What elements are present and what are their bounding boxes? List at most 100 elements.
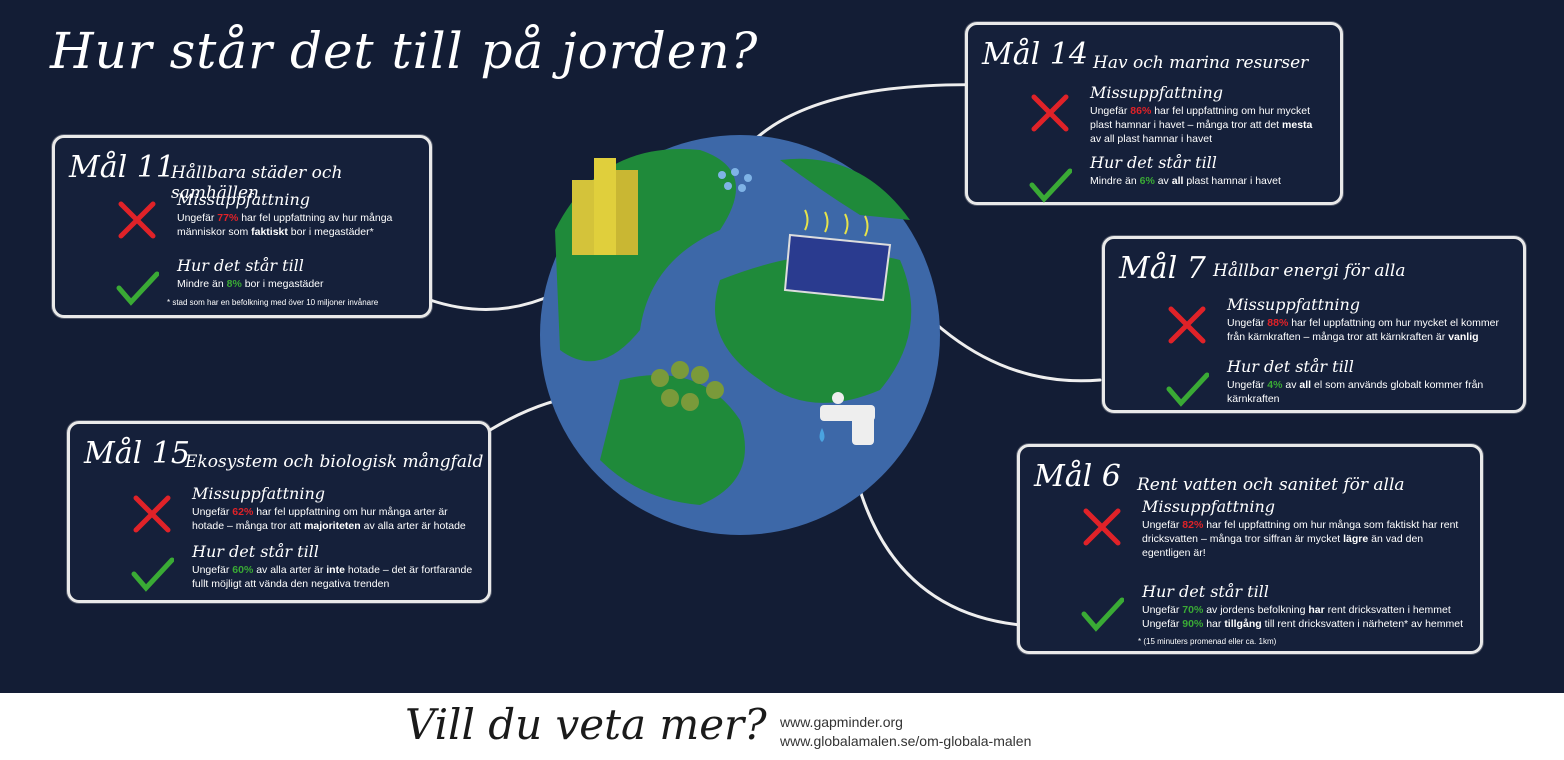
text-segment: av alla arter är [253, 564, 327, 576]
city-buildings-icon [572, 158, 638, 255]
link-gapminder[interactable]: www.gapminder.org [780, 714, 903, 730]
misconception-text: Ungefär 86% har fel uppfattning om hur m… [1090, 104, 1326, 146]
misconception-text: Ungefär 82% har fel uppfattning om hur m… [1142, 518, 1466, 560]
misconception-text: Ungefär 88% har fel uppfattning om hur m… [1227, 316, 1509, 344]
goal-number: Mål 14 [982, 37, 1088, 72]
text-segment: 90% [1182, 618, 1204, 630]
text-segment: har fel uppfattning om hur mycket el kom… [1227, 317, 1499, 343]
reality-heading: Hur det står till [177, 256, 304, 275]
text-segment: 77% [217, 212, 239, 224]
text-segment: inte [326, 564, 345, 576]
text-segment: har fel uppfattning av hur många människ… [177, 212, 393, 238]
goal-title: Hållbara städer och samhällen [171, 163, 343, 203]
text-segment: 70% [1182, 604, 1204, 616]
text-segment: Ungefär [1142, 604, 1183, 616]
waves-icon [718, 168, 752, 192]
goal-title: Hav och marina resurser [1093, 53, 1309, 73]
text-segment: Ungefär [1227, 379, 1268, 391]
text-segment: av jordens befolkning [1203, 604, 1309, 616]
text-segment: Mindre än [1090, 175, 1140, 187]
text-segment: tillgång [1224, 618, 1262, 630]
text-segment: har [1308, 604, 1325, 616]
text-segment: el som används globalt kommer från kärnk… [1227, 379, 1484, 405]
misconception-heading: Missuppfattning [177, 190, 310, 209]
text-segment: 86% [1130, 105, 1152, 117]
text-segment: bor i megastäder [241, 278, 324, 290]
goal-card: Mål 15 Ekosystem och biologisk mångfald … [67, 421, 491, 603]
reality-text: Ungefär 4% av all el som används globalt… [1227, 378, 1509, 406]
cross-icon [1080, 505, 1124, 549]
solar-panel-icon [783, 209, 892, 302]
text-segment: rent dricksvatten i hemmet Ungefär [1142, 604, 1451, 630]
text-segment: 88% [1267, 317, 1289, 329]
text-segment: 60% [232, 564, 254, 576]
goal-card: Mål 11 Hållbara städer och samhällen Mis… [52, 135, 432, 318]
text-segment: av [1282, 379, 1300, 391]
goal-number: Mål 6 [1034, 459, 1121, 494]
text-segment: av [1154, 175, 1172, 187]
cross-icon [1028, 91, 1072, 135]
reality-text: Ungefär 60% av alla arter är inte hotade… [192, 563, 474, 591]
goal-number: Mål 11 [69, 150, 175, 185]
goal-number: Mål 7 [1119, 251, 1206, 286]
page-title: Hur står det till på jorden? [50, 22, 759, 80]
checkmark-icon [1080, 590, 1125, 634]
text-segment: 82% [1182, 519, 1204, 531]
text-segment: till rent dricksvatten i närheten* av he… [1261, 618, 1463, 630]
text-segment: Ungefär [1142, 519, 1183, 531]
text-segment: plast hamnar i havet [1183, 175, 1281, 187]
text-segment: 6% [1139, 175, 1155, 187]
footer-question: Vill du veta mer? [405, 700, 767, 749]
footer-links: www.gapminder.org www.globalamalen.se/om… [780, 713, 1031, 751]
text-segment: Ungefär [1227, 317, 1268, 329]
reality-heading: Hur det står till [1090, 153, 1217, 172]
trees-icon [651, 361, 724, 411]
text-segment: har fel uppfattning om hur många som fak… [1142, 519, 1459, 545]
goal-title: Hållbar energi för alla [1213, 261, 1406, 281]
checkmark-icon [115, 264, 160, 308]
checkmark-icon [1165, 365, 1210, 409]
goal-title: Rent vatten och sanitet för alla [1137, 475, 1405, 495]
text-segment: all [1171, 175, 1184, 187]
text-segment: av alla arter är hotade [360, 520, 466, 532]
reality-text: Ungefär 70% av jordens befolkning har re… [1142, 603, 1463, 631]
misconception-text: Ungefär 77% har fel uppfattning av hur m… [177, 211, 415, 239]
link-globalamalen[interactable]: www.globalamalen.se/om-globala-malen [780, 733, 1032, 749]
land-mass [780, 158, 910, 220]
misconception-heading: Missuppfattning [1227, 295, 1360, 314]
cross-icon [1165, 303, 1209, 347]
reality-heading: Hur det står till [192, 542, 319, 561]
text-segment: än vad den egentligen är! [1142, 533, 1424, 559]
footnote: * stad som har en befolkning med över 10… [167, 298, 379, 307]
reality-heading: Hur det står till [1142, 582, 1269, 601]
goal-number: Mål 15 [84, 436, 190, 471]
misconception-heading: Missuppfattning [192, 484, 325, 503]
checkmark-icon [130, 550, 175, 594]
misconception-heading: Missuppfattning [1142, 497, 1275, 516]
globe-illustration [428, 83, 1102, 627]
cross-icon [115, 198, 159, 242]
text-segment: Ungefär [1090, 105, 1131, 117]
text-segment: vanlig [1448, 331, 1479, 343]
text-segment: Mindre än [177, 278, 227, 290]
water-tap-icon [819, 392, 875, 445]
cross-icon [130, 492, 174, 536]
text-segment: bor i megastäder* [287, 226, 374, 238]
goal-title: Ekosystem och biologisk mångfald [185, 452, 484, 472]
text-segment: har [1203, 618, 1225, 630]
reality-text: Mindre än 8% bor i megastäder [177, 277, 324, 291]
text-segment: av all plast hamnar i havet [1090, 133, 1212, 145]
text-segment: all [1299, 379, 1312, 391]
text-segment: 62% [232, 506, 254, 518]
text-segment: har fel uppfattning om hur mycket plast … [1090, 105, 1311, 131]
goal-card: Mål 14 Hav och marina resurser Missuppfa… [965, 22, 1343, 205]
text-segment: Ungefär [177, 212, 218, 224]
reality-text: Mindre än 6% av all plast hamnar i havet [1090, 174, 1281, 188]
text-segment: Ungefär [192, 564, 233, 576]
text-segment: Ungefär [192, 506, 233, 518]
text-segment: lägre [1343, 533, 1369, 545]
text-segment: 8% [226, 278, 242, 290]
text-segment: hotade – det är fortfarande fullt möjlig… [192, 564, 473, 590]
text-segment: har fel uppfattning om hur många arter ä… [192, 506, 448, 532]
text-segment: 4% [1267, 379, 1283, 391]
